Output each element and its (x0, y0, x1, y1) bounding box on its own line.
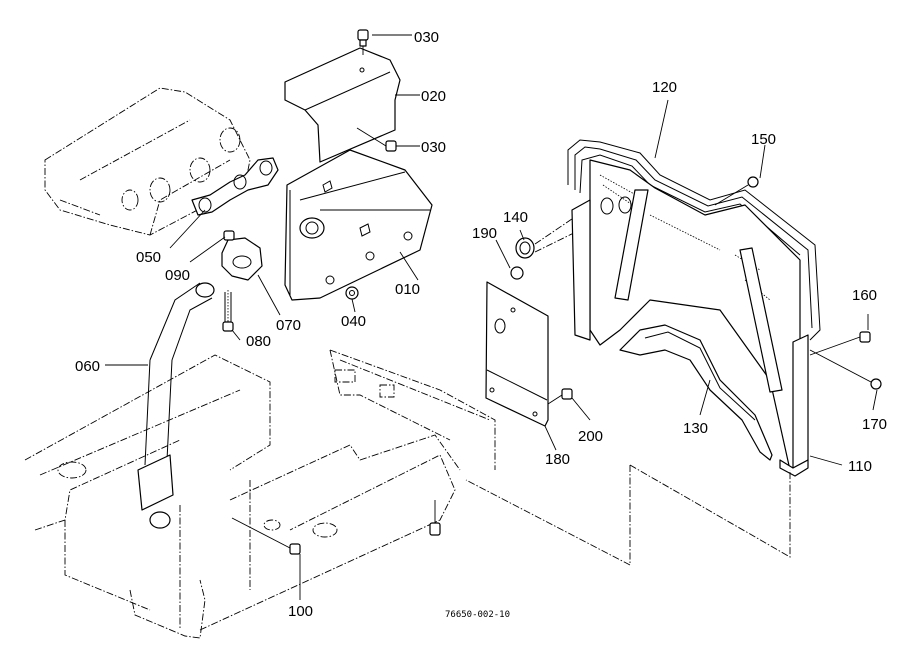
label-030-top: 030 (414, 29, 439, 46)
label-100: 100 (288, 603, 313, 620)
label-060: 060 (75, 358, 100, 375)
engine-manifold (44, 87, 251, 236)
bolt-090 (223, 230, 235, 241)
panel-110 (779, 334, 809, 477)
mounting-plate-180 (485, 281, 549, 427)
bolt-100 (231, 517, 301, 555)
bolt-frame-bottom (429, 500, 441, 536)
bolt-160 (809, 331, 871, 356)
label-150: 150 (751, 131, 776, 148)
label-200: 200 (578, 428, 603, 445)
gasket-120 (567, 139, 821, 341)
exhaust-pipe-060 (137, 282, 215, 529)
bolt-150 (714, 176, 759, 206)
bolt-030-top (357, 29, 369, 55)
label-090: 090 (165, 267, 190, 284)
side-panel (571, 159, 801, 473)
chassis-frame (24, 349, 496, 639)
label-010: 010 (395, 281, 420, 298)
label-120: 120 (652, 79, 677, 96)
label-190: 190 (472, 225, 497, 242)
bolt-080 (222, 290, 234, 332)
clamp-070 (221, 237, 263, 281)
gasket-050 (191, 157, 279, 216)
label-070: 070 (276, 317, 301, 334)
muffler-cover-020 (284, 47, 401, 163)
label-030-side: 030 (421, 139, 446, 156)
label-040: 040 (341, 313, 366, 330)
label-130: 130 (683, 420, 708, 437)
drawing-number: 76650-002-10 (445, 610, 510, 620)
bracket-130 (619, 324, 773, 461)
nut-040 (345, 286, 359, 300)
alignment-line (629, 464, 791, 558)
label-020: 020 (421, 88, 446, 105)
label-140: 140 (503, 209, 528, 226)
bolt-190 (510, 266, 524, 280)
label-160: 160 (852, 287, 877, 304)
label-180: 180 (545, 451, 570, 468)
bolt-030-side (356, 127, 397, 152)
label-110: 110 (848, 458, 872, 475)
bolt-170 (809, 349, 882, 390)
alignment-line (465, 465, 631, 566)
bolt-200 (547, 388, 573, 405)
label-080: 080 (246, 333, 271, 350)
callout-labels: 030 020 030 010 040 050 090 070 080 060 … (75, 29, 887, 620)
muffler-010 (284, 149, 433, 301)
leader-lines (105, 34, 878, 600)
label-170: 170 (862, 416, 887, 433)
label-050: 050 (136, 249, 161, 266)
